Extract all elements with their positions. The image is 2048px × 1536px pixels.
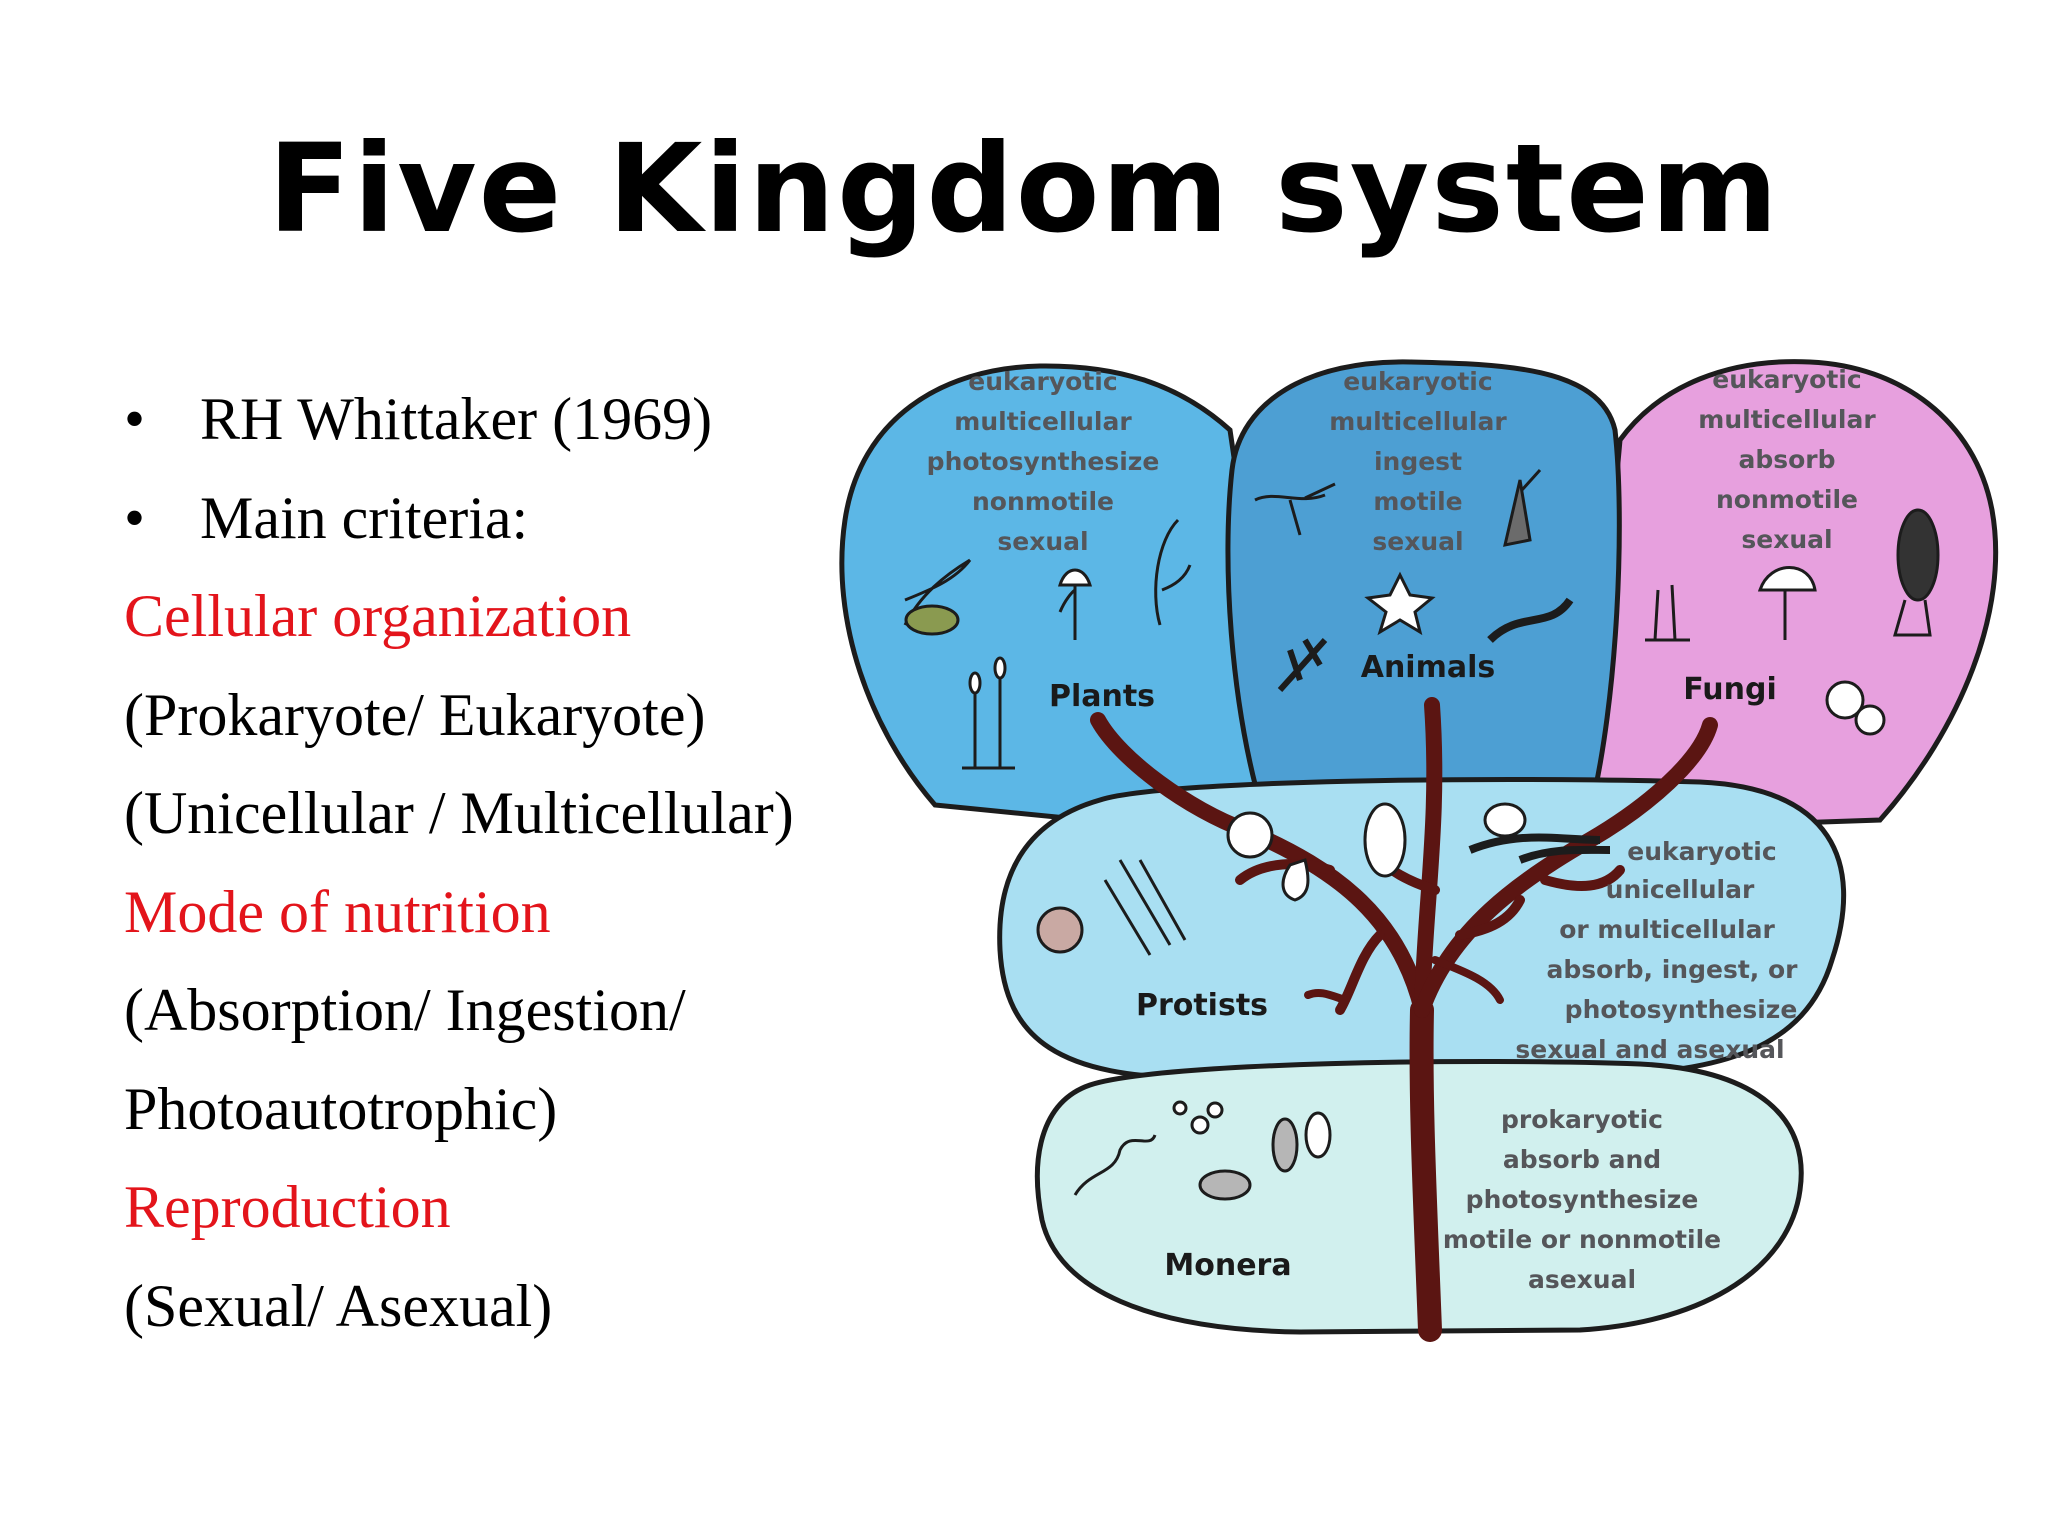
bullet-text: Main criteria: [200,485,528,551]
protists-trait: sexual and asexual [1515,1035,1784,1064]
bullet-marker: • [124,370,200,469]
fungi-trait: multicellular [1698,405,1876,434]
plants-trait: sexual [997,527,1088,556]
protists-trait: unicellular [1606,875,1755,904]
animals-trait: sexual [1372,527,1463,556]
slide-title: Five Kingdom system [0,118,2048,260]
monera-label: Monera [1164,1248,1291,1283]
plants-trait: photosynthesize [927,447,1160,476]
criterion-heading: Mode of nutrition [124,863,830,962]
criterion-detail: (Absorption/ Ingestion/ [124,961,830,1060]
criterion-detail: (Unicellular / Multicellular) [124,764,830,863]
criterion-heading: Reproduction [124,1158,830,1257]
protists-label: Protists [1136,988,1268,1023]
animals-trait: motile [1373,487,1462,516]
criterion-detail: Photoautotrophic) [124,1060,830,1159]
bullet-text: RH Whittaker (1969) [200,386,712,452]
protists-trait: or multicellular [1559,915,1775,944]
fungi-trait: sexual [1741,525,1832,554]
bullet-line: •RH Whittaker (1969) [124,370,830,469]
protists-trait: photosynthesize [1565,995,1798,1024]
criterion-heading: Cellular organization [124,567,830,666]
monera-trait: photosynthesize [1466,1185,1699,1214]
protists-trait: absorb, ingest, or [1546,955,1798,984]
fungi-trait: eukaryotic [1712,365,1861,394]
criterion-detail: (Prokaryote/ Eukaryote) [124,666,830,765]
animals-trait: multicellular [1329,407,1507,436]
protists-trait: eukaryotic [1627,837,1776,866]
monera-trait: prokaryotic [1501,1105,1663,1134]
fungi-trait: absorb [1738,445,1835,474]
animals-trait: eukaryotic [1343,367,1492,396]
plants-trait: nonmotile [972,487,1114,516]
plants-label: Plants [1049,679,1155,714]
plants-trait: eukaryotic [968,367,1117,396]
monera-trait: motile or nonmotile [1443,1225,1721,1254]
bullet-marker: • [124,469,200,568]
five-kingdom-diagram: Plants Animals Fungi Protists Monera euk… [830,330,2048,1380]
plants-trait: multicellular [954,407,1132,436]
monera-trait: asexual [1528,1265,1636,1294]
fungi-label: Fungi [1683,672,1776,707]
criteria-text: •RH Whittaker (1969) •Main criteria: Cel… [124,370,830,1355]
monera-trait: absorb and [1503,1145,1661,1174]
fungi-trait: nonmotile [1716,485,1858,514]
animals-label: Animals [1361,650,1496,685]
bullet-line: •Main criteria: [124,469,830,568]
criterion-detail: (Sexual/ Asexual) [124,1257,830,1356]
animals-trait: ingest [1374,447,1462,476]
